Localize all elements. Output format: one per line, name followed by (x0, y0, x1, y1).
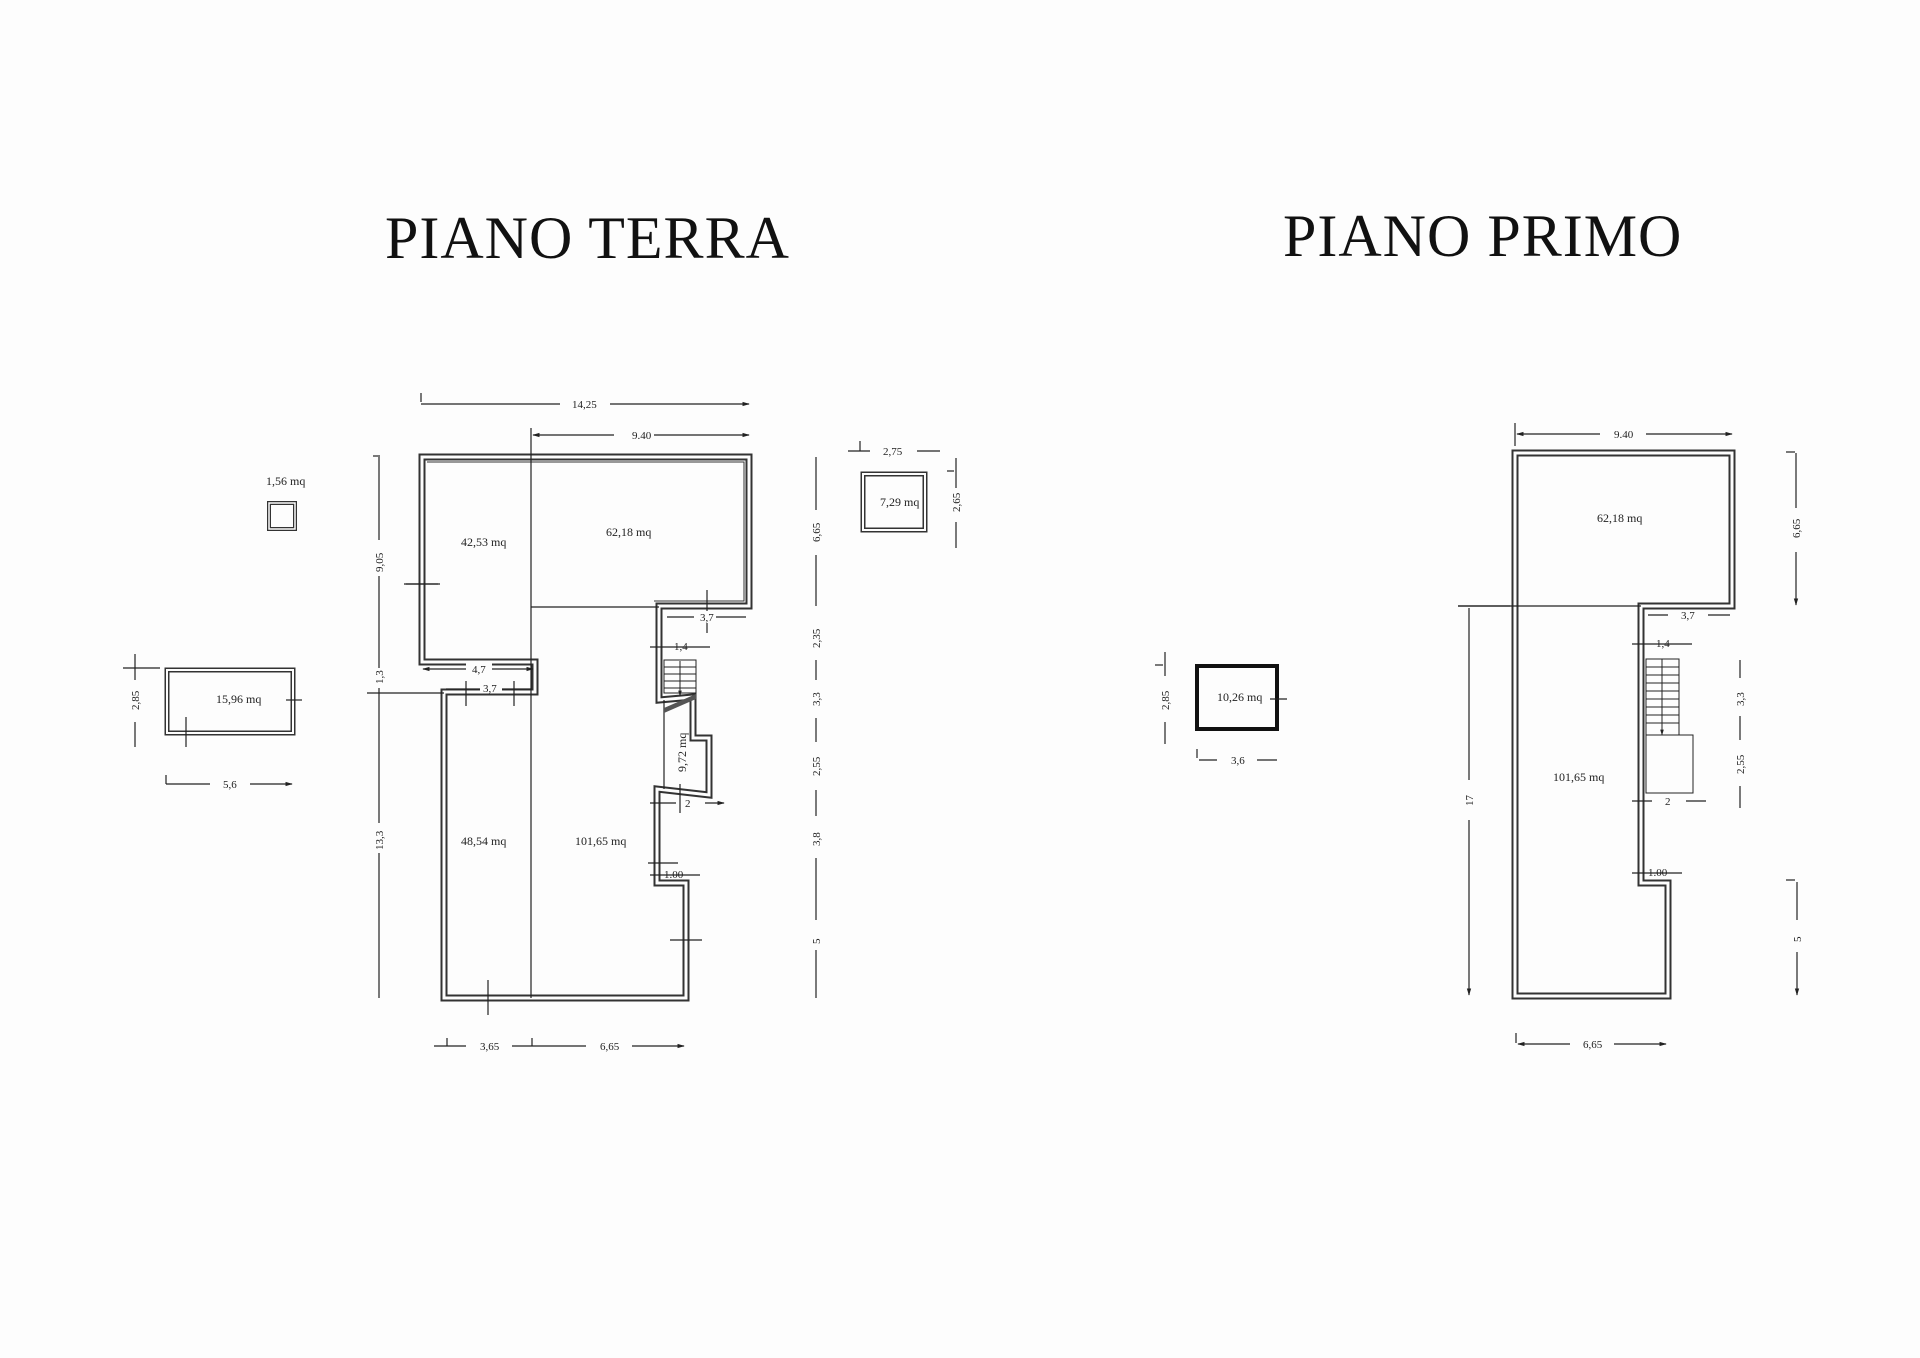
dimension-label: 2 (685, 798, 691, 810)
primo-stair-icon (1645, 658, 1694, 794)
dimension-label: 9.40 (1614, 429, 1634, 441)
area-label: 7,29 mq (880, 495, 919, 509)
dimension-label: 1.00 (664, 869, 684, 881)
terra-right-dimension-chain: 6,65 2,35 3,3 2,55 3,8 5 (811, 457, 823, 998)
plan-piano-primo: 62,18 mq 101,65 mq 9.40 6,65 3,7 1,4 3,3… (1155, 423, 1804, 1051)
terra-stair-icon (663, 659, 697, 713)
dimension-label: 2,35 (811, 628, 823, 648)
area-label: 48,54 mq (461, 834, 506, 848)
dimension-label: 14,25 (572, 399, 597, 411)
dimension-label: 2,55 (1735, 754, 1747, 774)
dimension-label: 2,75 (883, 446, 903, 458)
area-label: 101,65 mq (575, 834, 626, 848)
dimension-label: 9.40 (632, 430, 652, 442)
dimension-label: 1,4 (1656, 638, 1670, 650)
annex-10-26: 10,26 mq 2,85 3,6 (1155, 652, 1287, 767)
dimension-label: 3,3 (1735, 692, 1747, 706)
dimension-label: 3,7 (483, 683, 497, 695)
dimension-label: 13,3 (374, 830, 386, 850)
area-label: 1,56 mq (266, 474, 305, 488)
dimension-label: 1,3 (374, 670, 386, 684)
dimension-label: 6,65 (1583, 1039, 1603, 1051)
dimension-label: 6,65 (811, 522, 823, 542)
floor-title-piano-primo: PIANO PRIMO (1283, 203, 1683, 269)
area-label: 42,53 mq (461, 535, 506, 549)
dimension-label: 1,4 (674, 641, 688, 653)
dimension-label: 5,6 (223, 779, 237, 791)
plan-piano-terra: 42,53 mq 62,18 mq 48,54 mq 101,65 mq 9,7… (123, 393, 963, 1053)
terra-main-walls (418, 453, 753, 1002)
dimension-label: 2,85 (130, 690, 142, 710)
area-label: 9,72 mq (675, 733, 689, 772)
area-label: 15,96 mq (216, 692, 261, 706)
floor-title-piano-terra: PIANO TERRA (385, 205, 790, 271)
area-label: 101,65 mq (1553, 770, 1604, 784)
area-label: 62,18 mq (606, 525, 651, 539)
dimension-label: 3,65 (480, 1041, 500, 1053)
dimension-label: 2,65 (951, 492, 963, 512)
dimension-label: 6,65 (600, 1041, 620, 1053)
dimension-label: 5 (811, 938, 823, 944)
dimension-label: 9,05 (374, 552, 386, 572)
dimension-label: 2,85 (1160, 690, 1172, 710)
primo-main-walls (1511, 449, 1736, 1000)
annex-1-56: 1,56 mq (266, 474, 305, 531)
area-label: 10,26 mq (1217, 690, 1262, 704)
dimension-label: 5 (1792, 936, 1804, 942)
dimension-label: 17 (1464, 795, 1476, 807)
dimension-label: 1.00 (1648, 867, 1668, 879)
dimension-label: 4,7 (472, 664, 486, 676)
dimension-label: 2 (1665, 796, 1671, 808)
annex-15-96: 15,96 mq 2,85 5,6 (123, 654, 302, 791)
dimension-label: 3,7 (1681, 610, 1695, 622)
dimension-label: 6,65 (1791, 518, 1803, 538)
dimension-label: 2,55 (811, 756, 823, 776)
annex-7-29: 7,29 mq 2,75 2,65 (848, 441, 963, 548)
area-label: 62,18 mq (1597, 511, 1642, 525)
dimension-label: 3,7 (700, 612, 714, 624)
dimension-label: 3,8 (811, 832, 823, 846)
dimension-label: 3,6 (1231, 755, 1245, 767)
dimension-label: 3,3 (811, 692, 823, 706)
